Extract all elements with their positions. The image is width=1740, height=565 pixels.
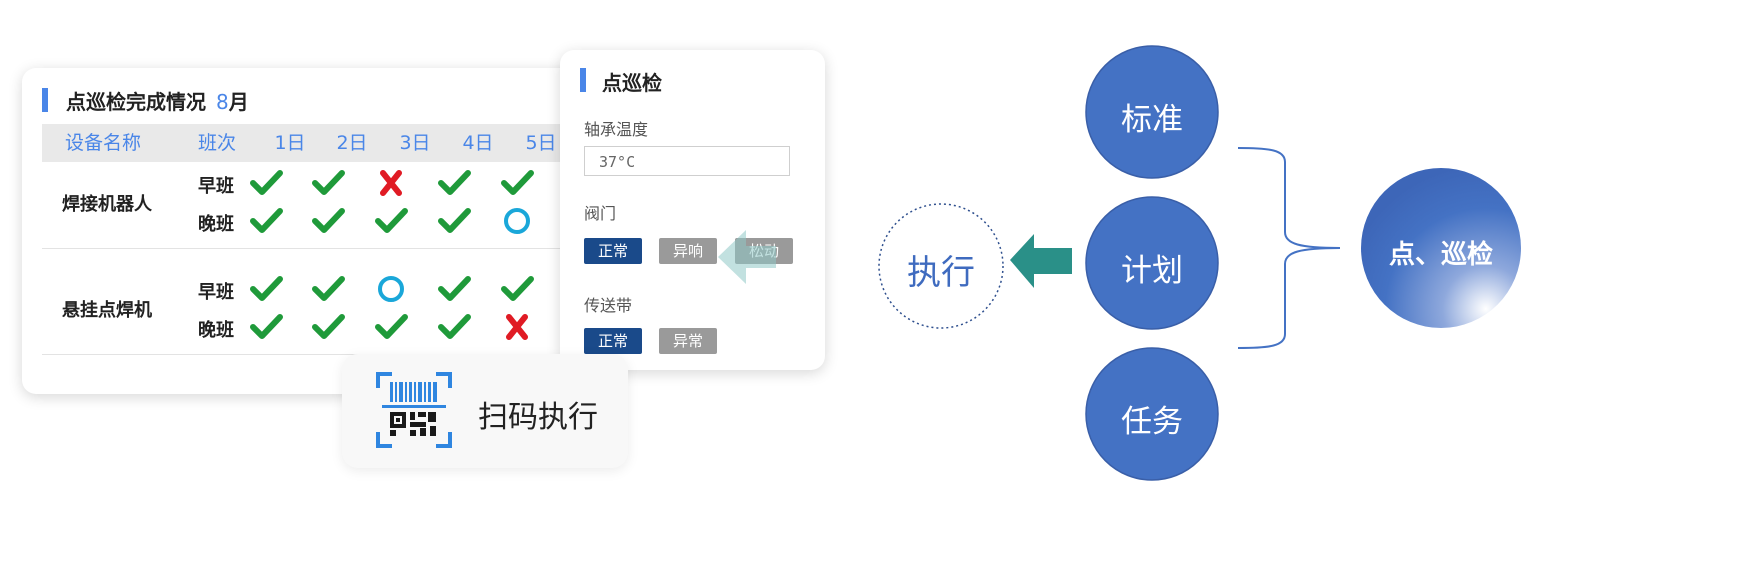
check-status-icon [434, 272, 474, 306]
brace-connector [1237, 147, 1341, 349]
check-status-icon [308, 204, 348, 238]
header-day-3: 3日 [399, 132, 431, 154]
node-plan [1085, 196, 1219, 330]
scan-execute-card[interactable]: 扫码执行 [342, 354, 628, 468]
bearing-temp-field[interactable]: 37°C [584, 146, 790, 176]
shift-label: 晚班 [198, 214, 234, 235]
node-execute [878, 203, 1004, 329]
node-standard-label: 标准 [1121, 102, 1183, 138]
shift-label: 晚班 [198, 320, 234, 341]
header-day-1: 1日 [274, 132, 306, 154]
device-name: 焊接机器人 [62, 194, 152, 215]
inspection-detail-card: 点巡检 轴承温度 37°C 阀门 正常 异响 松动 传送带 正常 异常 [560, 50, 825, 370]
check-status-icon [246, 272, 286, 306]
row-divider [42, 354, 600, 355]
check-status-icon [497, 166, 537, 200]
header-day-2: 2日 [336, 132, 368, 154]
device-name: 悬挂点焊机 [62, 300, 152, 321]
valve-option-normal[interactable]: 正常 [584, 238, 642, 264]
title-accent-bar [580, 68, 586, 92]
cross-status-icon [371, 166, 411, 200]
left-arrow-light-icon [718, 230, 776, 284]
table-header-row: 设备名称 班次 1日 2日 3日 4日 5日 [42, 124, 600, 162]
shift-label: 早班 [198, 176, 234, 197]
node-task [1085, 347, 1219, 481]
cross-status-icon [497, 310, 537, 344]
check-status-icon [246, 204, 286, 238]
check-status-icon [434, 166, 474, 200]
month-number: 8 [216, 90, 229, 114]
shift-label: 早班 [198, 282, 234, 303]
check-status-icon [308, 272, 348, 306]
check-status-icon [246, 310, 286, 344]
node-main [1361, 168, 1521, 328]
check-status-icon [434, 310, 474, 344]
check-status-icon [497, 272, 537, 306]
title-accent-bar [42, 88, 48, 112]
header-day-4: 4日 [462, 132, 494, 154]
inspection-completion-card: 点巡检完成情况 8月 设备名称 班次 1日 2日 3日 4日 5日 焊接机器人 早… [22, 68, 600, 394]
check-status-icon [308, 166, 348, 200]
check-status-icon [371, 310, 411, 344]
check-status-icon [434, 204, 474, 238]
belt-option-abnormal[interactable]: 异常 [659, 328, 717, 354]
header-day-5: 5日 [525, 132, 557, 154]
belt-label: 传送带 [584, 296, 633, 315]
belt-option-normal[interactable]: 正常 [584, 328, 642, 354]
execute-node-label: 执行 [907, 253, 975, 293]
node-task-label: 任务 [1121, 404, 1183, 440]
card-title-text: 点巡检完成情况 [66, 90, 206, 114]
valve-label: 阀门 [584, 204, 617, 223]
execute-arrow-icon [1010, 234, 1072, 288]
check-status-icon [308, 310, 348, 344]
bearing-temp-label: 轴承温度 [584, 120, 649, 139]
qr-scan-icon [376, 372, 452, 448]
valve-option-noise[interactable]: 异响 [659, 238, 717, 264]
row-divider [42, 248, 600, 249]
card-title: 点巡检完成情况 8月 [66, 86, 249, 115]
circle-status-icon [371, 272, 411, 306]
check-status-icon [371, 204, 411, 238]
check-status-icon [246, 166, 286, 200]
scan-execute-label: 扫码执行 [478, 400, 598, 435]
detail-title: 点巡检 [602, 71, 662, 95]
circle-status-icon [497, 204, 537, 238]
node-plan-label: 计划 [1121, 253, 1183, 289]
main-node-label: 点、巡检 [1388, 240, 1493, 270]
node-standard [1085, 45, 1219, 179]
header-device-name: 设备名称 [64, 132, 141, 154]
header-shift: 班次 [197, 132, 236, 154]
month-unit: 月 [228, 90, 249, 114]
